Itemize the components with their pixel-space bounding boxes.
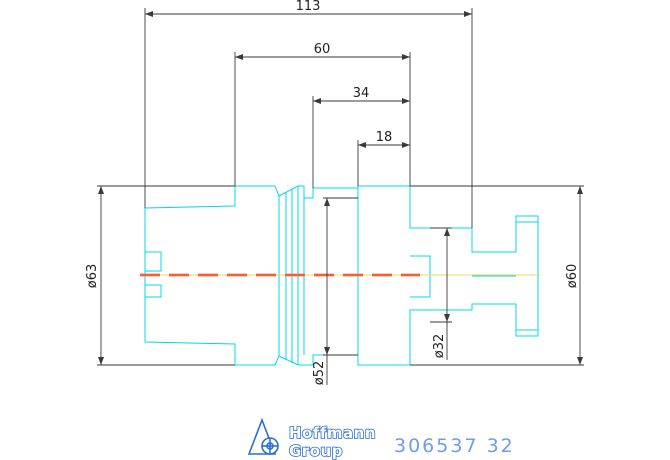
logo-mark-icon	[247, 417, 279, 455]
diameter-32-label: ø32	[432, 334, 447, 359]
diameter-60-label: ø60	[565, 264, 580, 289]
logo-text-group: Group	[289, 442, 343, 460]
logo-text-hoffmann: Hoffmann	[289, 424, 376, 442]
dimension-lines	[97, 8, 584, 385]
dimension-60-label: 60	[314, 42, 331, 57]
dimension-113-label: 113	[296, 0, 321, 14]
dimension-arrows	[98, 11, 583, 365]
dimension-18-label: 18	[376, 130, 393, 145]
hoffmann-group-logo: Hoffmann Group	[247, 417, 376, 460]
diameter-52-label: ø52	[312, 361, 327, 386]
dimension-34-label: 34	[353, 86, 370, 101]
diameter-63-label: ø63	[85, 264, 100, 289]
part-number: 306537 32	[394, 435, 515, 457]
